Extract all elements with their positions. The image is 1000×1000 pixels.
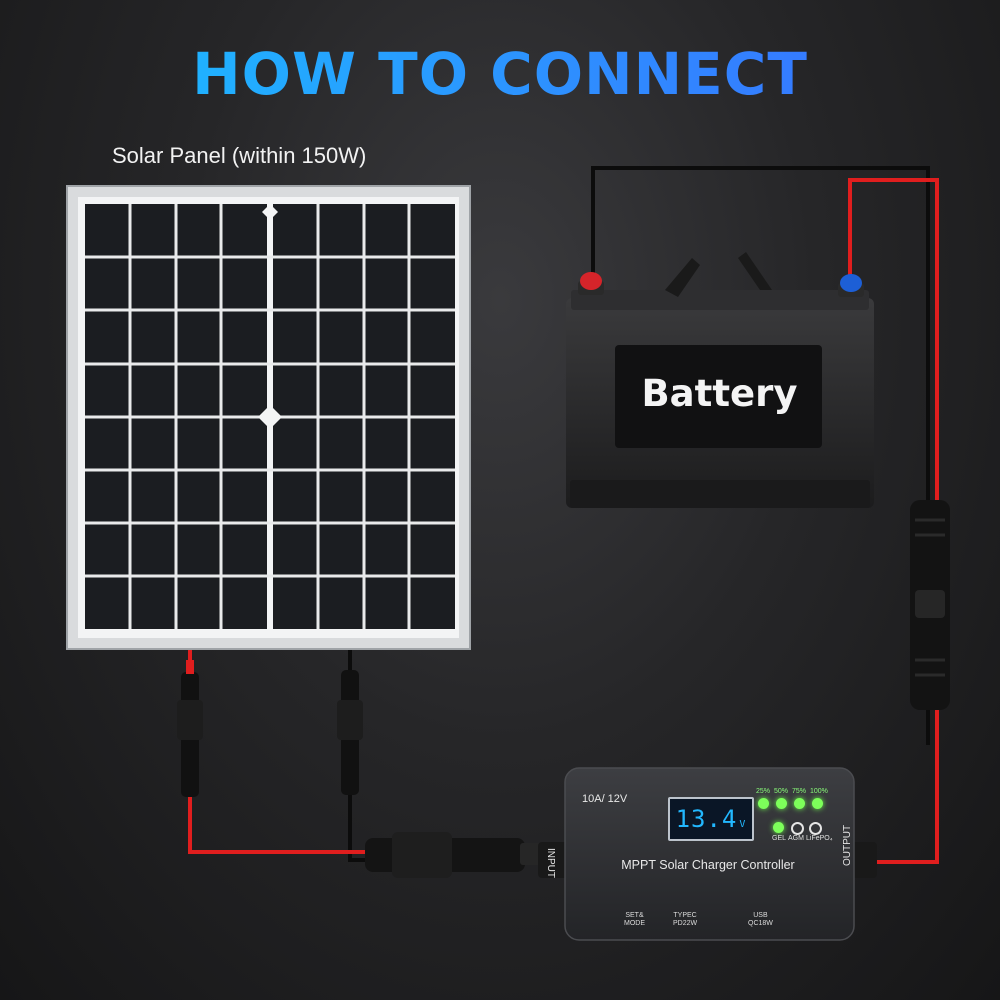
level-100-led (812, 798, 823, 809)
typec-port: TYPEC PD22W (673, 912, 697, 928)
battery-negative-terminal (838, 274, 864, 297)
mc4-connector-negative (337, 670, 363, 795)
typec-line2: PD22W (673, 920, 698, 927)
set-mode-line2: MODE (624, 920, 645, 927)
level-50-label: 50% (774, 788, 789, 795)
level-100-label: 100% (810, 788, 828, 795)
controller-spec: 10A/ 12V (582, 793, 628, 805)
set-mode-line1: SET& (625, 912, 644, 919)
gel-led (773, 822, 784, 833)
typec-line1: TYPEC (673, 912, 697, 919)
usb-line2: QC18W (748, 920, 773, 927)
battery-positive-terminal (578, 272, 604, 295)
usb-port: USB QC18W (748, 912, 773, 928)
solar-panel (66, 185, 471, 650)
charge-controller (538, 767, 877, 941)
cell-grid (85, 204, 455, 629)
inline-fuse-connector (910, 500, 950, 710)
set-mode-port: SET& MODE (624, 912, 645, 928)
panel-center-diamond (258, 405, 282, 429)
agm-label: AGM (788, 835, 804, 842)
mc4-connector-positive (177, 660, 203, 797)
page-title: HOW TO CONNECT (0, 40, 1000, 108)
voltage-unit: V (739, 819, 747, 830)
voltage-reading: 13.4 (675, 805, 738, 833)
gel-label: GEL (772, 835, 787, 842)
battery (566, 252, 874, 508)
level-75-label: 75% (792, 788, 807, 795)
mc4-y-connector (365, 832, 564, 878)
level-50-led (776, 798, 787, 809)
output-label: OUTPUT (842, 824, 853, 866)
lifepo4-label: LiFePO₄ (806, 835, 833, 842)
input-label: INPUT (545, 848, 556, 878)
solar-panel-label: Solar Panel (within 150W) (112, 143, 367, 168)
controller-name: MPPT Solar Charger Controller (621, 858, 795, 872)
battery-label: Battery (641, 372, 798, 415)
usb-line1: USB (753, 912, 768, 919)
level-25-led (758, 798, 769, 809)
agm-led (791, 822, 804, 835)
input-strain-relief (538, 842, 572, 878)
lifepo4-led (809, 822, 822, 835)
level-75-led (794, 798, 805, 809)
level-25-label: 25% (756, 788, 771, 795)
